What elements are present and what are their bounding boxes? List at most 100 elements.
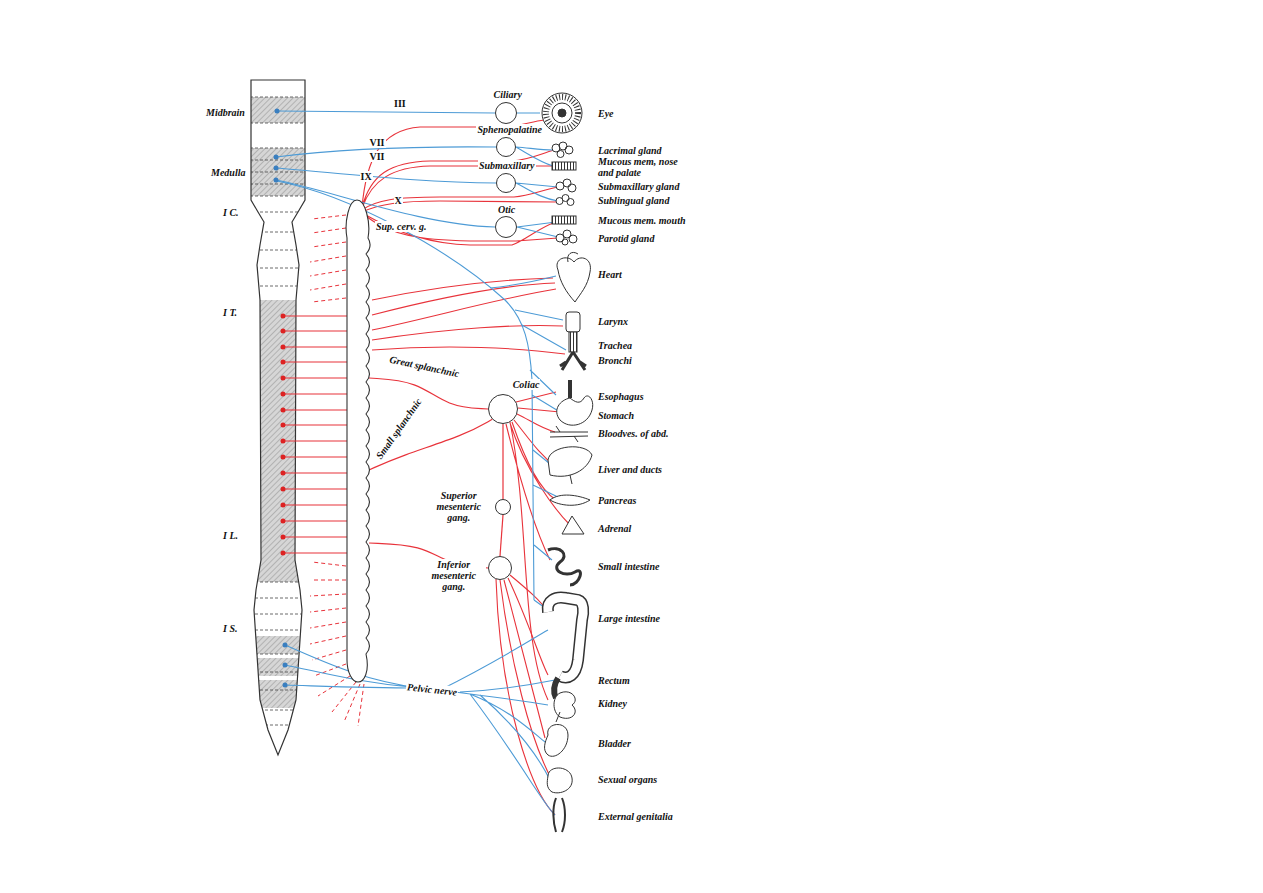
parasympathetic-nucleus	[274, 155, 279, 160]
adrenal-drawing	[562, 516, 584, 534]
organ-label: Lacrimal gland	[597, 145, 663, 156]
parasympathetic-nucleus	[275, 109, 280, 114]
organ-label: Heart	[597, 269, 623, 280]
cranial-nerve-label: IX	[360, 171, 373, 182]
nerve-label: Pelvic nerve	[406, 681, 459, 697]
parasympathetic-nucleus	[283, 683, 288, 688]
chain-outline	[344, 198, 372, 684]
organ-label: Larynx	[597, 316, 629, 327]
organ-label: Sexual organs	[597, 774, 658, 785]
sexual-organs-drawing	[547, 768, 572, 793]
ganglion-circle: Coliac	[488, 394, 518, 424]
ganglion-circle: Sphenopalatine	[496, 137, 516, 157]
cord-shading	[240, 97, 320, 725]
organ-label: Liver and ducts	[597, 464, 663, 475]
organ-label: Rectum	[597, 675, 631, 686]
organ-label: Submaxillary gland	[597, 181, 680, 192]
kidney-drawing	[554, 692, 575, 719]
sympathetic-thoracic-fibres	[372, 278, 565, 354]
mucous-membrane-drawing	[552, 216, 576, 224]
ganglion-name: Sphenopalatine	[476, 124, 542, 135]
ganglion-name: Superior mesenteric gang.	[427, 490, 491, 523]
organ-label: Eye	[597, 108, 615, 119]
bronchi-drawing	[560, 352, 586, 370]
organ-label: Mucous mem, nose and palate	[597, 156, 679, 178]
mucous-membrane-drawing	[552, 162, 576, 170]
cranial-nerve-label: III	[393, 98, 407, 109]
ganglion-name: Sup. cerv. g.	[375, 221, 427, 232]
eye-drawing	[552, 103, 572, 123]
cranial-nerve-label: X	[394, 195, 403, 206]
organs	[542, 93, 593, 832]
bladder-drawing	[545, 712, 568, 756]
stomach-drawing	[557, 396, 593, 425]
spinal-cord-outline	[251, 80, 305, 755]
organ-label: Mucous mem. mouth	[597, 215, 687, 226]
ganglion-circle: Superior mesenteric gang.	[495, 499, 511, 515]
nerve-label: Great splanchnic	[387, 353, 461, 379]
sympathetic-chain: Sup. cerv. g.	[344, 198, 372, 684]
preganglionic-fibres	[283, 316, 350, 553]
organ-label: Bronchi	[597, 355, 633, 366]
organ-label: External genitalia	[597, 811, 674, 822]
cord-shaded-segment	[240, 680, 320, 708]
nerve-connector	[369, 378, 488, 409]
parotid-gland-drawing	[556, 230, 577, 245]
sublingual-gland-drawing	[556, 195, 574, 206]
organ-label: Trachea	[597, 340, 633, 351]
eye-drawing	[558, 109, 566, 117]
organ-label: Bloodves. of abd.	[597, 428, 670, 439]
parasympathetic-nucleus	[283, 643, 288, 648]
ganglion-circle: Inferior mesenteric gang.	[488, 556, 512, 580]
organ-label: Kidney	[597, 698, 628, 709]
small-intestine-drawing	[548, 549, 580, 585]
ganglion-circle: Otic	[495, 216, 517, 238]
cord-level-label: Medulla	[210, 167, 246, 178]
pancreas-drawing	[550, 495, 590, 505]
organ-label: Stomach	[597, 410, 635, 421]
cord-shaded-segment	[240, 636, 320, 654]
chain-outline-path	[346, 200, 370, 682]
ganglion-name: Otic	[497, 204, 516, 215]
pelvic-nerve	[285, 630, 555, 815]
larynx-drawing	[566, 312, 580, 332]
nerve-connector	[500, 515, 503, 556]
organ-label: Large intestine	[597, 613, 661, 624]
cord-level-label: Midbrain	[205, 107, 246, 118]
organ-label: Small intestine	[597, 561, 660, 572]
sympathetic-nuclei	[281, 314, 286, 556]
cranial-nerve-label: VII	[369, 137, 386, 148]
lacrimal-gland-drawing	[552, 142, 573, 158]
ganglion-name: Inferior mesenteric gang.	[422, 559, 486, 592]
organ-label: Sublingual gland	[597, 195, 670, 206]
coeliac-branches	[506, 392, 570, 700]
esophagus-drawing	[568, 380, 572, 398]
nerve-label: Small splanchnic	[373, 395, 424, 461]
cord-segment-label: I L.	[222, 530, 239, 541]
organ-label: Esophagus	[597, 391, 645, 402]
ganglion-circle: Submaxillary	[496, 173, 516, 193]
external-genitalia-drawing	[553, 798, 565, 832]
trachea-drawing	[569, 332, 577, 352]
ganglion-name: Ciliary	[493, 89, 523, 100]
ganglion-circle: Ciliary	[495, 102, 517, 124]
eye-drawing	[546, 97, 578, 129]
cord-segment-label: I C.	[222, 207, 240, 218]
cord-segment-label: I T.	[222, 307, 238, 318]
large-intestine-drawing	[548, 598, 583, 678]
parasympathetic-nucleus	[283, 663, 288, 668]
blood-vessels-drawing	[550, 426, 588, 442]
ganglion-name: Coliac	[512, 379, 541, 390]
large-intestine-drawing	[548, 598, 583, 678]
cord-segment-lines	[240, 97, 320, 725]
nerve-connector	[502, 424, 503, 499]
vagus-nerve	[277, 181, 566, 610]
organ-label: Parotid gland	[597, 233, 655, 244]
organ-label: Pancreas	[597, 495, 637, 506]
cranial-nerve-label: VII	[369, 151, 386, 162]
